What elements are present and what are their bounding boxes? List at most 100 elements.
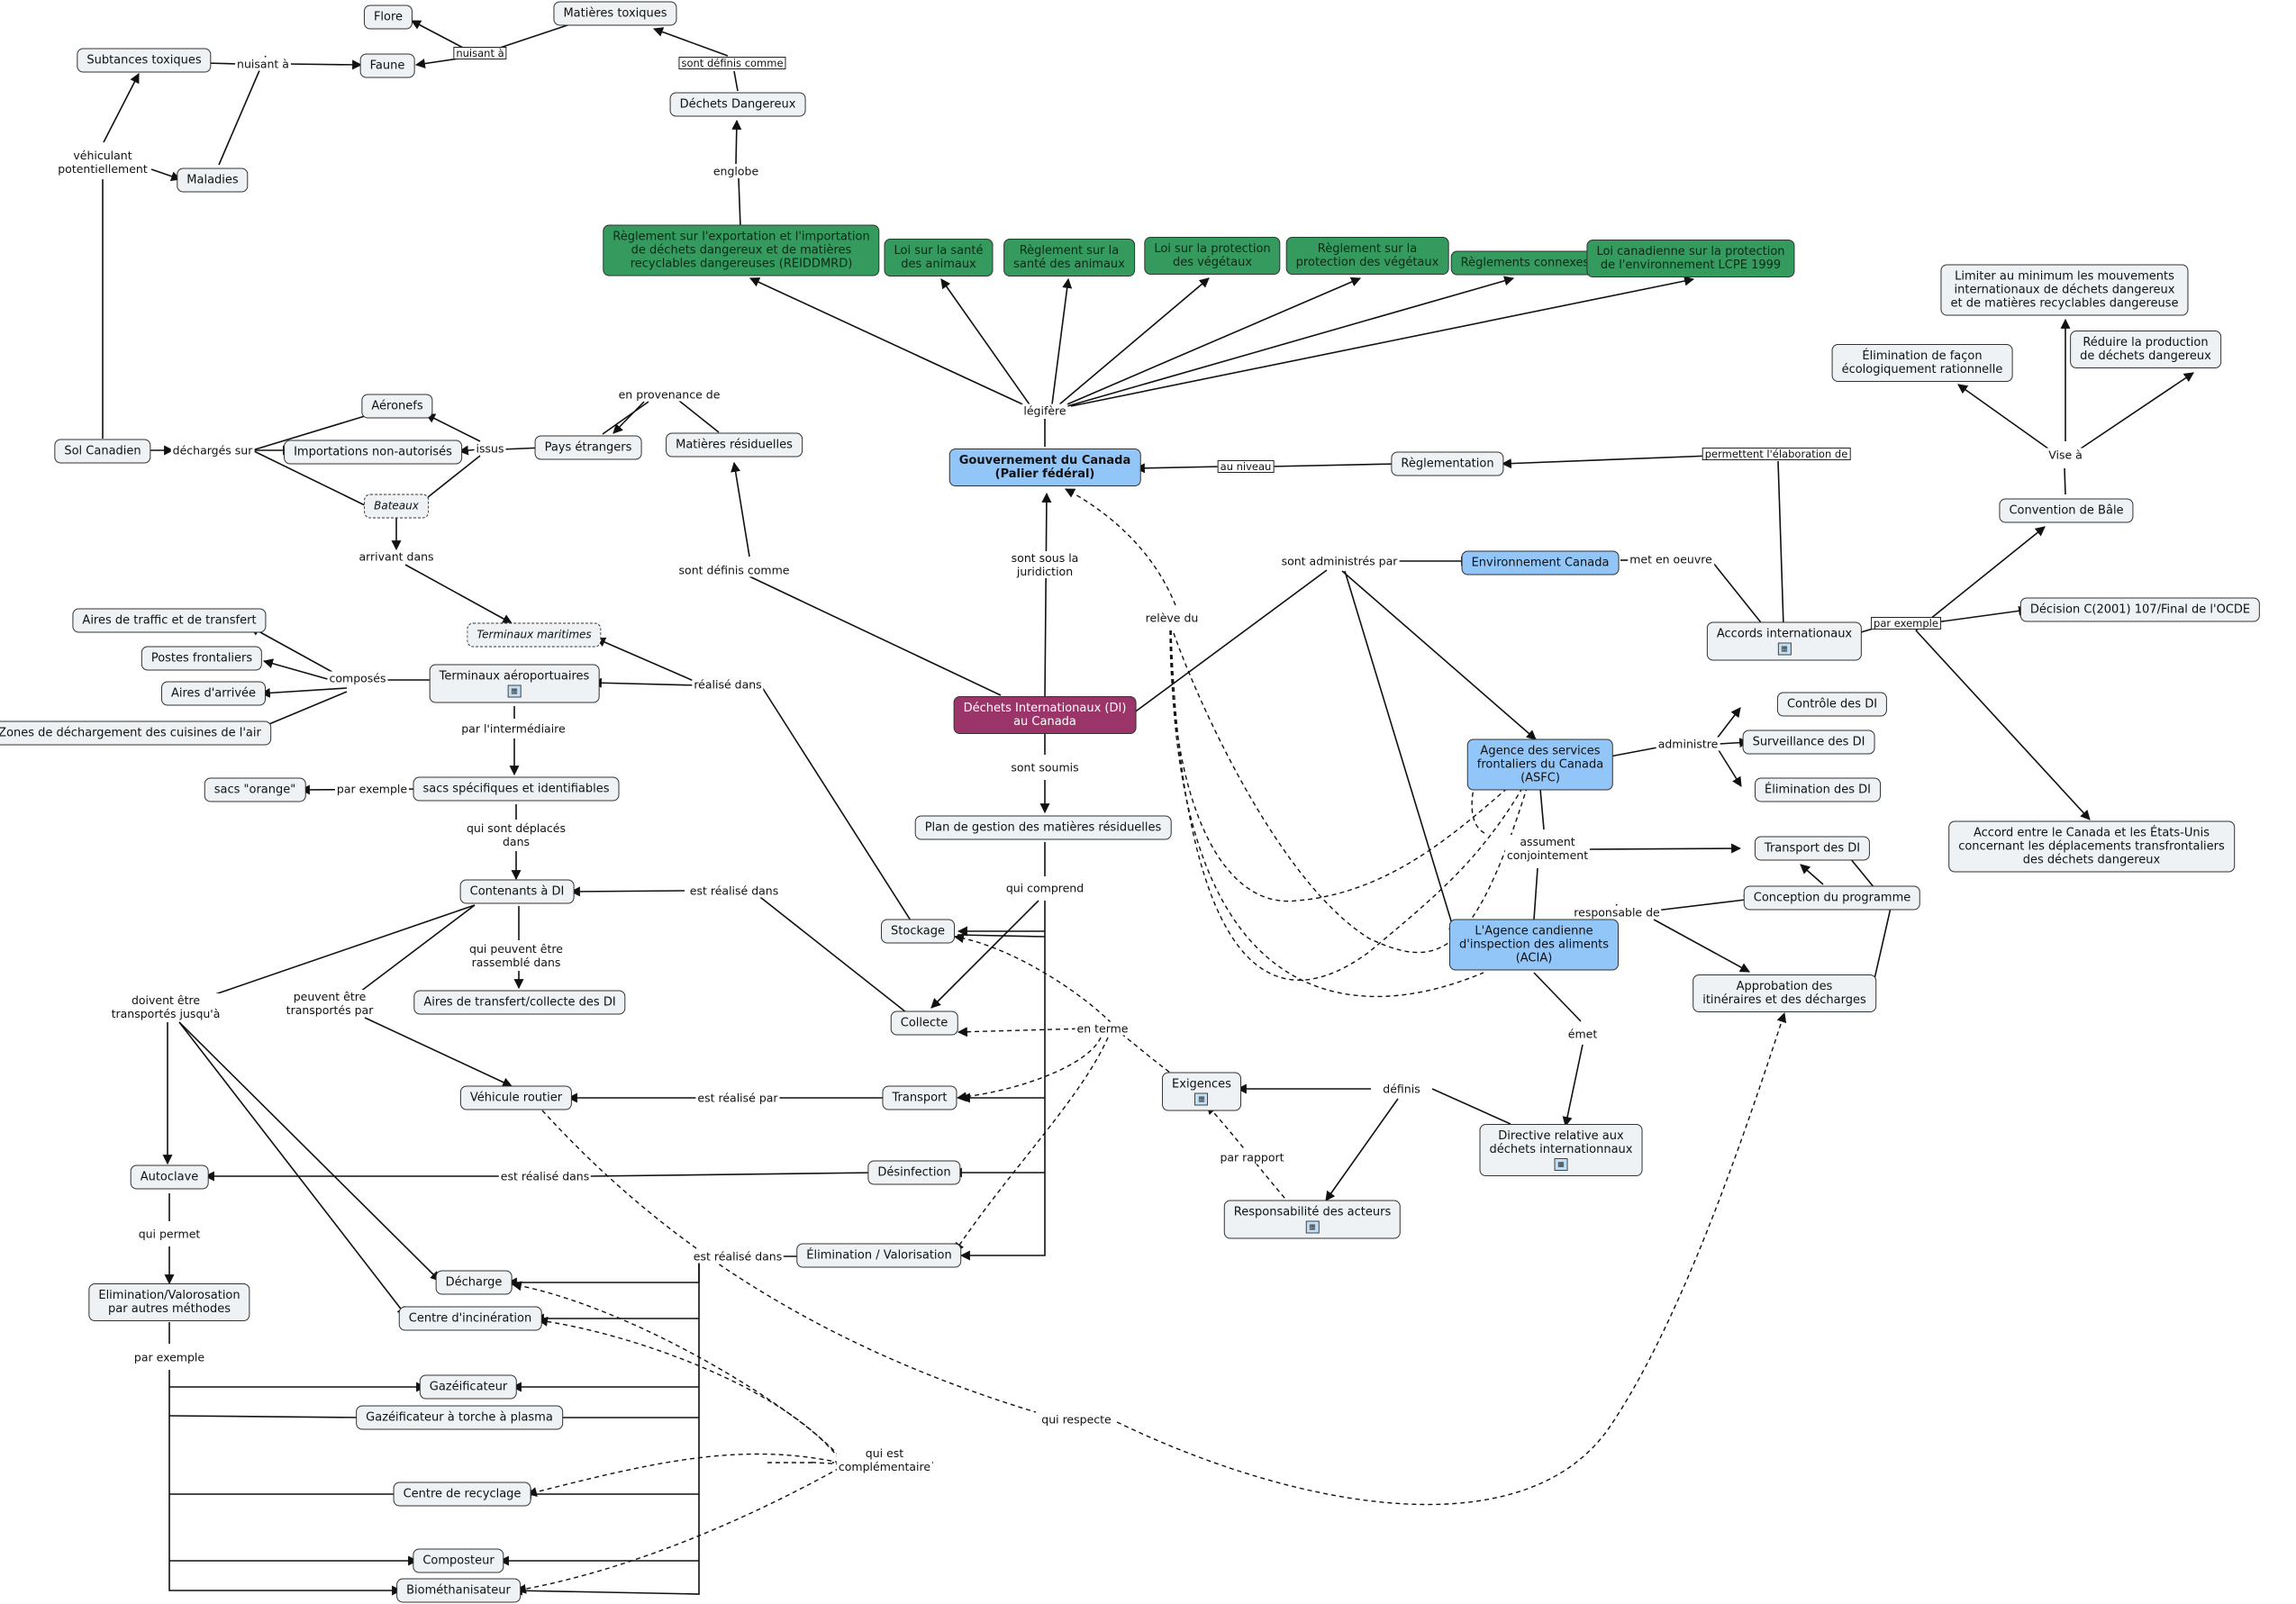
connector-line (1800, 864, 1824, 885)
concept-node-sacs-orange[interactable]: sacs "orange" (204, 777, 306, 802)
concept-node-term-aero[interactable]: Terminaux aéroportuaires▦ (429, 664, 600, 703)
concept-node-plan[interactable]: Plan de gestion des matières résiduelles (914, 815, 1172, 840)
connector-line (751, 890, 907, 1013)
concept-node-decision[interactable]: Décision C(2001) 107/Final de l'OCDE (2019, 597, 2261, 622)
concept-node-vehicule[interactable]: Véhicule routier (459, 1085, 573, 1110)
concept-node-env-can[interactable]: Environnement Canada (1461, 550, 1620, 575)
concept-node-surveillance[interactable]: Surveillance des DI (1742, 730, 1875, 755)
concept-node-gazeif-plasma[interactable]: Gazéificateur à torche à plasma (356, 1405, 563, 1430)
concept-node-aires-arrivee[interactable]: Aires d'arrivée (160, 681, 267, 706)
concept-node-term-mar[interactable]: Terminaux maritimes (467, 622, 602, 648)
concept-node-elim-di[interactable]: Élimination des DI (1755, 777, 1881, 802)
concept-node-pays-etr[interactable]: Pays étrangers (534, 435, 642, 460)
link-label-responsable: responsable de (1572, 905, 1662, 920)
dashed-connector (953, 933, 1118, 1029)
concept-node-decharge[interactable]: Décharge (435, 1270, 513, 1295)
concept-node-accords[interactable]: Accords internationaux▦ (1706, 621, 1863, 661)
concept-node-conception[interactable]: Conception du programme (1743, 885, 1921, 911)
attachment-icon[interactable]: ▦ (1554, 1158, 1568, 1171)
dashed-connector (1065, 488, 1176, 606)
concept-node-contenants[interactable]: Contenants à DI (459, 879, 575, 904)
concept-node-sacs-spec[interactable]: sacs spécifiques et identifiables (413, 776, 620, 802)
link-label-def-comme2: sont définis comme (676, 563, 792, 577)
concept-node-bateaux[interactable]: Bateaux (364, 494, 429, 519)
connector-line (1057, 277, 1210, 406)
concept-node-aires-transf[interactable]: Aires de transfert/collecte des DI (413, 990, 626, 1015)
connector-line (940, 278, 1032, 408)
dashed-connector (1169, 630, 1537, 902)
attachment-icon[interactable]: ▦ (1305, 1220, 1320, 1234)
connector-line (749, 277, 1030, 408)
concept-node-aires-traffic[interactable]: Aires de traffic et de transfert (72, 608, 267, 633)
connector-line (212, 904, 476, 996)
connector-line (1070, 276, 1695, 407)
link-label-par-exemple3: par exemple (1871, 617, 1941, 630)
link-label-par-exemple2: par exemple (132, 1350, 207, 1364)
concept-node-desinfection[interactable]: Désinfection (867, 1160, 961, 1185)
concept-node-biometh[interactable]: Biométhanisateur (396, 1578, 521, 1603)
concept-node-transport-di[interactable]: Transport des DI (1754, 836, 1871, 861)
connector-line (1129, 569, 1328, 717)
concept-node-elim-val[interactable]: Élimination / Valorisation (796, 1243, 962, 1268)
concept-node-faune[interactable]: Faune (359, 53, 415, 78)
attachment-icon[interactable]: ▦ (1194, 1092, 1209, 1106)
concept-node-recyclage[interactable]: Centre de recyclage (393, 1482, 531, 1507)
concept-node-di[interactable]: Déchets Internationaux (DI)au Canada (953, 696, 1137, 734)
concept-node-subst-tox[interactable]: Subtances toxiques (77, 48, 212, 73)
connector-line (738, 177, 741, 228)
concept-node-convention[interactable]: Convention de Bâle (1999, 498, 2134, 523)
attachment-icon[interactable]: ▦ (1777, 642, 1792, 656)
concept-node-reglementation[interactable]: Règlementation (1391, 451, 1504, 476)
connector-line (959, 901, 1046, 1261)
concept-node-aeronefs[interactable]: Aéronefs (361, 394, 433, 419)
concept-node-incin[interactable]: Centre d'incinération (398, 1306, 542, 1331)
concept-node-accord-ceu[interactable]: Accord entre le Canada et les États-Unis… (1948, 820, 2235, 873)
concept-node-respons[interactable]: Responsabilité des acteurs▦ (1223, 1200, 1402, 1239)
concept-node-postes-front[interactable]: Postes frontaliers (141, 646, 263, 671)
connector-line (1915, 630, 2091, 820)
concept-node-zones-dech[interactable]: Zones de déchargement des cuisines de l'… (0, 720, 271, 746)
concept-node-mat-tox[interactable]: Matières toxiques (553, 1, 677, 26)
connector-line (652, 27, 729, 57)
concept-node-regl-conn[interactable]: Règlements connexes (1450, 250, 1600, 276)
connector-line (731, 119, 742, 165)
concept-node-transport[interactable]: Transport (882, 1085, 957, 1110)
concept-node-exigences[interactable]: Exigences▦ (1162, 1072, 1241, 1111)
concept-node-collecte[interactable]: Collecte (890, 1010, 958, 1036)
link-label-legifere: légifère (1021, 403, 1068, 418)
concept-node-reiddmrd[interactable]: Règlement sur l'exportation et l'importa… (603, 224, 880, 276)
concept-node-sol-can[interactable]: Sol Canadien (54, 439, 151, 464)
concept-node-import-na[interactable]: Importations non-autorisés (284, 440, 462, 465)
connector-line (1134, 463, 1223, 474)
concept-node-gouv[interactable]: Gouvernement du Canada(Palier fédéral) (948, 449, 1141, 486)
concept-node-dechets-dang[interactable]: Déchets Dangereux (669, 92, 806, 117)
link-label-composes: composés (327, 671, 388, 685)
concept-node-gazeif[interactable]: Gazéificateur (419, 1374, 518, 1400)
connector-line (1501, 454, 1735, 469)
concept-node-mat-resid[interactable]: Matières résiduelles (666, 432, 803, 458)
concept-node-flore[interactable]: Flore (363, 5, 413, 30)
concept-node-composteur[interactable]: Composteur (413, 1548, 504, 1573)
attachment-icon[interactable]: ▦ (507, 684, 522, 698)
concept-node-controle[interactable]: Contrôle des DI (1776, 692, 1888, 717)
connector-line (591, 677, 701, 688)
concept-node-maladies[interactable]: Maladies (177, 168, 249, 193)
connector-line (411, 20, 466, 50)
concept-node-autoclave[interactable]: Autoclave (130, 1164, 209, 1190)
concept-node-stockage[interactable]: Stockage (881, 919, 955, 944)
